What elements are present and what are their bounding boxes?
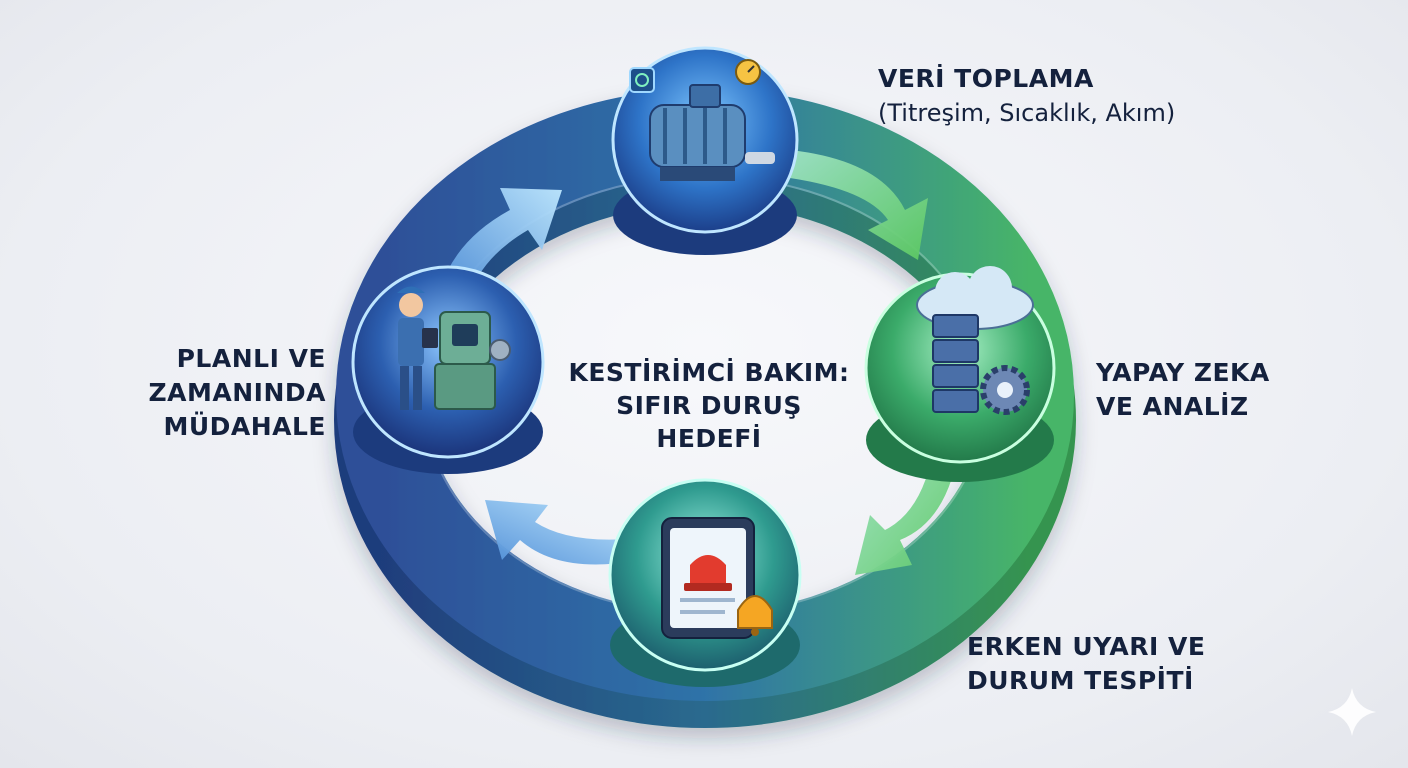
data-collection-subtitle: (Titreşim, Sıcaklık, Akım)	[878, 99, 1176, 127]
label-planned-intervention: PLANLI VE ZAMANINDA MÜDAHALE	[110, 342, 326, 444]
center-title-line3: HEDEFİ	[656, 424, 762, 453]
technician-icon	[397, 286, 438, 410]
node-data-collection	[611, 46, 799, 255]
label-early-warning: ERKEN UYARI VE DURUM TESPİTİ	[967, 630, 1205, 698]
gear-icon	[980, 365, 1030, 415]
node-ai-analysis	[864, 266, 1056, 482]
planned-intervention-line1: PLANLI VE	[176, 344, 326, 373]
center-title-line2: SIFIR DURUŞ	[616, 391, 802, 420]
arrow-to-intervention	[485, 500, 640, 565]
bell-icon	[737, 595, 773, 636]
machine-icon	[434, 311, 511, 410]
ai-analysis-line1: YAPAY ZEKA	[1096, 358, 1270, 387]
planned-intervention-line3: MÜDAHALE	[163, 412, 326, 441]
center-title-line1: KESTİRİMCİ BAKIM:	[568, 358, 850, 387]
server-rack-icon	[932, 314, 979, 413]
early-warning-line1: ERKEN UYARI VE	[967, 632, 1206, 661]
gauge-icon	[735, 59, 761, 85]
arrow-to-analysis	[790, 150, 928, 260]
planned-intervention-line2: ZAMANINDA	[148, 378, 326, 407]
alarm-light-icon	[684, 555, 732, 591]
label-data-collection: VERİ TOPLAMA (Titreşim, Sıcaklık, Akım)	[878, 62, 1175, 130]
sensor-icon	[629, 67, 655, 93]
label-ai-analysis: YAPAY ZEKA VE ANALİZ	[1096, 356, 1270, 424]
node-early-warning	[608, 478, 802, 687]
data-collection-title: VERİ TOPLAMA	[878, 64, 1094, 93]
center-title: KESTİRİMCİ BAKIM: SIFIR DURUŞ HEDEFİ	[554, 356, 864, 455]
ai-analysis-line2: VE ANALİZ	[1096, 392, 1249, 421]
sparkle-icon	[1328, 688, 1376, 736]
early-warning-line2: DURUM TESPİTİ	[967, 666, 1194, 695]
node-planned-intervention	[351, 265, 545, 474]
electric-motor-icon	[649, 84, 775, 181]
